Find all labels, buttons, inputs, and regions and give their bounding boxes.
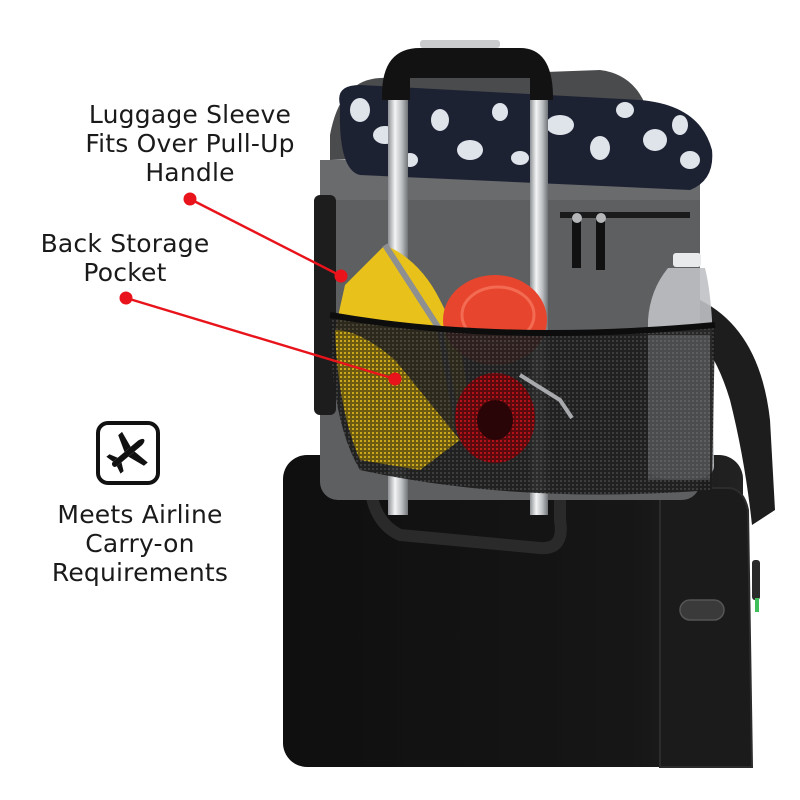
callout-label-luggage-sleeve: Luggage Sleeve Fits Over Pull-Up Handle (60, 100, 320, 187)
rolling-suitcase (283, 455, 760, 768)
callout-label-back-storage-pocket: Back Storage Pocket (20, 229, 230, 287)
feature-label-airline-carry-on: Meets Airline Carry-on Requirements (20, 500, 260, 587)
label-line: Back Storage (40, 229, 210, 258)
label-line: Carry-on (85, 529, 195, 558)
label-line: Requirements (51, 558, 229, 587)
label-line: Fits Over Pull-Up (85, 129, 295, 158)
airplane-icon (106, 431, 148, 474)
mesh-pocket (329, 312, 716, 495)
label-line: Handle (145, 158, 235, 187)
label-line: Meets Airline (57, 500, 223, 529)
label-line: Pocket (83, 258, 167, 287)
fleece-blanket (339, 85, 713, 190)
shoulder-strap (690, 300, 775, 525)
airplane-badge (96, 421, 160, 485)
label-line: Luggage Sleeve (88, 100, 292, 129)
